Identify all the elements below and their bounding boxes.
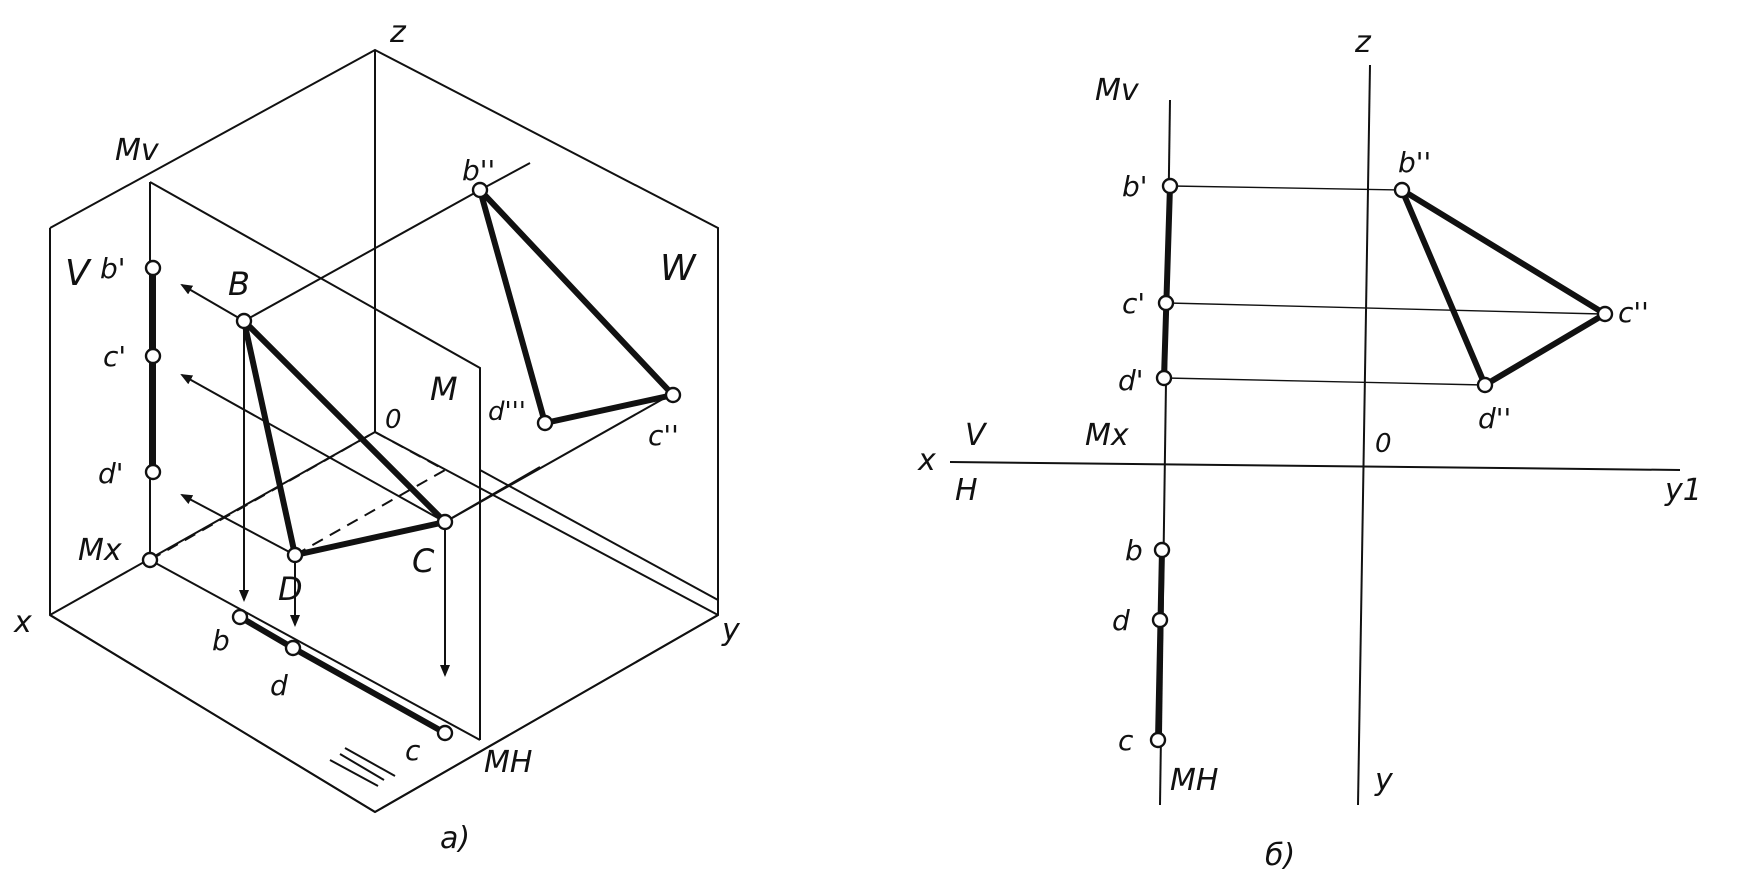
plane-h-mark (329, 747, 396, 787)
point-c-w-b (1596, 305, 1614, 323)
label-plane-w: W (660, 248, 697, 289)
label-plane-m: M (430, 370, 458, 408)
point-d-h (284, 639, 302, 657)
label-b-h-b: b (1125, 534, 1143, 567)
label-y: y (721, 613, 741, 648)
label-plane-v-b: V (965, 418, 988, 453)
point-c (436, 513, 454, 531)
v-projection-segment-b (1161, 183, 1173, 381)
label-y1-b: y1 (1664, 473, 1702, 508)
point-b-h (231, 608, 249, 626)
point-mx (141, 551, 159, 569)
label-b-h: b (212, 624, 230, 657)
label-x-b: x (917, 443, 936, 478)
label-c-w: c'' (648, 419, 679, 452)
front-bottom-edge-left (49, 614, 376, 813)
label-mh-b: MH (1170, 763, 1218, 798)
label-d-h: d (270, 669, 288, 702)
label-mh: MH (484, 745, 532, 780)
point-b-h-b (1153, 541, 1171, 559)
label-c: C (412, 542, 435, 580)
label-b: B (228, 265, 250, 303)
label-b-w: b'' (462, 154, 495, 187)
point-b-w-b (1393, 181, 1411, 199)
label-d-v: d' (98, 457, 123, 490)
label-c-v-b: c' (1122, 287, 1145, 320)
point-b-w (471, 181, 489, 199)
w-projection-triangle (477, 187, 679, 427)
point-d-h-b (1151, 611, 1169, 629)
label-d-h-b: d (1112, 604, 1130, 637)
x-axis (49, 431, 376, 616)
figure-b: z x y1 y 0 V H Mv Mx MH b' c' d' b d c b… (917, 25, 1702, 873)
h-projection-segment-b (1155, 547, 1165, 743)
triangle-bcd (241, 318, 451, 559)
point-c-h (436, 724, 454, 742)
label-mx-b: Mx (1085, 418, 1129, 453)
z-y-axis (1357, 64, 1371, 806)
label-mv-b: Mv (1095, 73, 1140, 108)
label-b-w-b: b'' (1398, 146, 1431, 179)
label-d-w-b: d'' (1478, 402, 1511, 435)
point-c-v (144, 347, 162, 365)
point-d (286, 546, 304, 564)
mh-trace (149, 559, 481, 741)
label-x: x (13, 605, 32, 640)
caption-b: б) (1265, 838, 1295, 873)
label-d-v-b: d' (1118, 364, 1143, 397)
point-d-w (536, 414, 554, 432)
label-origin-b: 0 (1375, 429, 1392, 459)
point-b-v (144, 259, 162, 277)
label-z: z (389, 15, 407, 50)
label-b-v-b: b' (1122, 170, 1147, 203)
point-c-w (664, 386, 682, 404)
x-y1-axis (949, 461, 1681, 471)
label-mx: Mx (78, 533, 122, 568)
label-d-w: d''' (488, 397, 526, 427)
label-c-h: c (405, 734, 421, 767)
point-c-v-b (1157, 294, 1175, 312)
label-c-w-b: c'' (1618, 296, 1649, 329)
label-y-b: y (1374, 763, 1394, 798)
label-d: D (278, 570, 303, 608)
point-b (235, 312, 253, 330)
label-mv: Mv (115, 133, 160, 168)
point-d-v-b (1155, 369, 1173, 387)
mx-hidden (149, 431, 376, 561)
label-plane-v: V (65, 253, 92, 294)
label-b-v: b' (100, 252, 125, 285)
front-bottom-edge-right (374, 614, 719, 813)
label-origin: 0 (385, 405, 402, 435)
label-z-b: z (1354, 25, 1372, 60)
point-b-v-b (1161, 177, 1179, 195)
point-d-v (144, 463, 162, 481)
figure-a: z x y 0 V W M Mv Mx MH B C D b' c' d' b … (13, 15, 741, 856)
label-c-h-b: c (1118, 724, 1134, 757)
label-plane-h-b: H (955, 473, 978, 508)
point-d-w-b (1476, 376, 1494, 394)
caption-a: а) (440, 821, 470, 856)
point-c-h-b (1149, 731, 1167, 749)
label-c-v: c' (103, 340, 126, 373)
w-projection-triangle-b (1399, 187, 1611, 390)
